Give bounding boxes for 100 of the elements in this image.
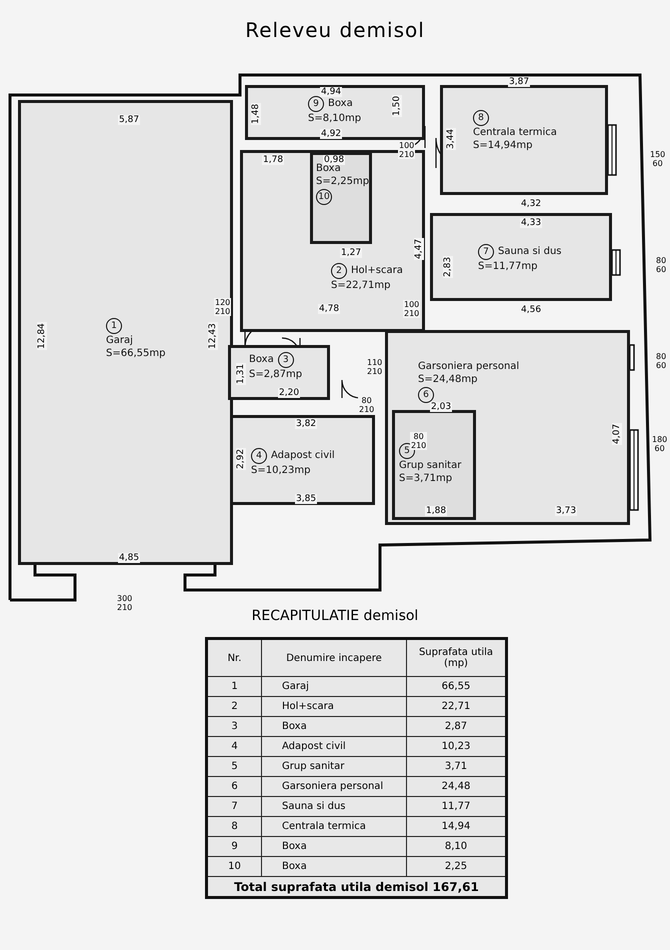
room-name: Hol+scara [351, 265, 403, 277]
room-area: S=2,87mp [249, 369, 302, 381]
room-number: 7 [206, 796, 262, 816]
room-name: Boxa [262, 836, 406, 856]
room-name: Centrala termica [473, 127, 557, 139]
dimension-label: 2,20 [278, 388, 300, 398]
room-area: S=2,25mp [316, 176, 370, 188]
room-area: S=22,71mp [331, 280, 390, 292]
room-number: 1 [106, 318, 122, 334]
room-name: Centrala termica [262, 816, 406, 836]
dimension-label: 4,56 [520, 305, 542, 315]
room-number: 9 [206, 836, 262, 856]
opening-size-label: 80 60 [655, 256, 668, 274]
room-name: Garaj [106, 335, 133, 347]
room-name: Adapost civil [271, 450, 335, 462]
room-number: 7 [478, 244, 494, 260]
room-name: Sauna si dus [262, 796, 406, 816]
column-header: Nr. [206, 638, 262, 676]
room [392, 410, 476, 520]
opening-size-label: 80 210 [410, 432, 428, 450]
dimension-label: 1,48 [251, 102, 261, 125]
opening-size-label: 120 210 [214, 298, 232, 316]
room-name: Boxa [316, 163, 341, 175]
room-number: 3 [278, 352, 294, 368]
room-number: 5 [206, 756, 262, 776]
room-number: 8 [473, 110, 489, 126]
dimension-label: 3,87 [508, 77, 530, 87]
dimension-label: 1,31 [236, 362, 246, 385]
room-name: Boxa [262, 856, 406, 876]
opening-size-label: 100 210 [398, 141, 416, 159]
column-header: Denumire incapere [262, 638, 406, 676]
dimension-label: 4,33 [520, 218, 542, 228]
room-area: S=3,71mp [399, 473, 452, 485]
room-name: Garaj [262, 676, 406, 696]
dimension-label: 12,84 [37, 322, 47, 350]
room-name: Garsoniera personal [418, 361, 520, 373]
room-area: S=10,23mp [251, 465, 310, 477]
room-name: Adapost civil [262, 736, 406, 756]
room-name: Boxa [249, 354, 274, 366]
room-area: S=24,48mp [418, 374, 478, 386]
dimension-label: 2,83 [443, 256, 453, 278]
room [228, 345, 330, 400]
room-area: S=11,77mp [478, 261, 538, 273]
room-name: Garsoniera personal [262, 776, 406, 796]
table-heading: RECAPITULATIE demisol [250, 608, 420, 624]
room-number: 1 [206, 676, 262, 696]
room-number: 10 [206, 856, 262, 876]
room-name: Grup sanitar [399, 460, 462, 472]
dimension-label: 12,43 [208, 322, 218, 350]
dimension-label: 2,92 [236, 448, 246, 470]
room-area: S=66,55mp [106, 348, 166, 360]
room-number: 2 [331, 263, 347, 279]
opening-size-label: 300 210 [116, 594, 134, 612]
dimension-label: 4,47 [414, 238, 424, 260]
dimension-label: 1,88 [425, 506, 448, 516]
room [385, 330, 630, 525]
opening-size-label: 110 210 [366, 358, 384, 376]
opening-size-label: 180 60 [651, 435, 668, 453]
dimension-label: 1,78 [262, 155, 284, 165]
dimension-label: 3,44 [446, 128, 456, 150]
dimension-label: 2,03 [430, 402, 452, 412]
room-number: 2 [206, 696, 262, 716]
room-name: Sauna si dus [498, 246, 562, 258]
opening-size-label: 100 210 [403, 300, 420, 318]
dimension-label: 4,85 [118, 553, 140, 563]
dimension-label: 1,50 [392, 94, 402, 117]
plan-title: Releveu demisol [244, 18, 426, 42]
room [230, 415, 375, 505]
room-number: 4 [206, 736, 262, 756]
dimension-label: 3,85 [295, 494, 318, 504]
opening-size-label: 80 60 [655, 352, 668, 370]
opening-size-label: 80 210 [358, 396, 376, 414]
room [240, 150, 425, 332]
room-number: 3 [206, 716, 262, 736]
room-number: 4 [251, 448, 267, 464]
room [18, 100, 233, 565]
dimension-label: 4,32 [520, 199, 542, 209]
room [430, 213, 612, 301]
room-name: Grup sanitar [262, 756, 406, 776]
dimension-label: 4,78 [318, 304, 340, 314]
room-area: S=14,94mp [473, 140, 532, 152]
room [245, 85, 425, 140]
dimension-label: 1,27 [340, 248, 362, 258]
dimension-label: 0,98 [323, 155, 346, 165]
dimension-label: 4,94 [320, 87, 342, 97]
room-number: 8 [206, 816, 262, 836]
room [440, 85, 608, 195]
dimension-label: 4,07 [612, 422, 622, 445]
dimension-label: 4,92 [320, 129, 342, 139]
room-name: Hol+scara [262, 696, 406, 716]
dimension-label: 3,73 [555, 506, 578, 516]
room-name: Boxa [328, 98, 353, 110]
room-area: S=8,10mp [308, 113, 362, 125]
room-number: 10 [316, 189, 332, 205]
opening-size-label: 150 60 [649, 150, 666, 168]
dimension-label: 5,87 [118, 115, 140, 125]
dimension-label: 3,82 [295, 419, 318, 429]
room-name: Boxa [262, 716, 406, 736]
room-number: 6 [206, 776, 262, 796]
room [310, 152, 372, 244]
